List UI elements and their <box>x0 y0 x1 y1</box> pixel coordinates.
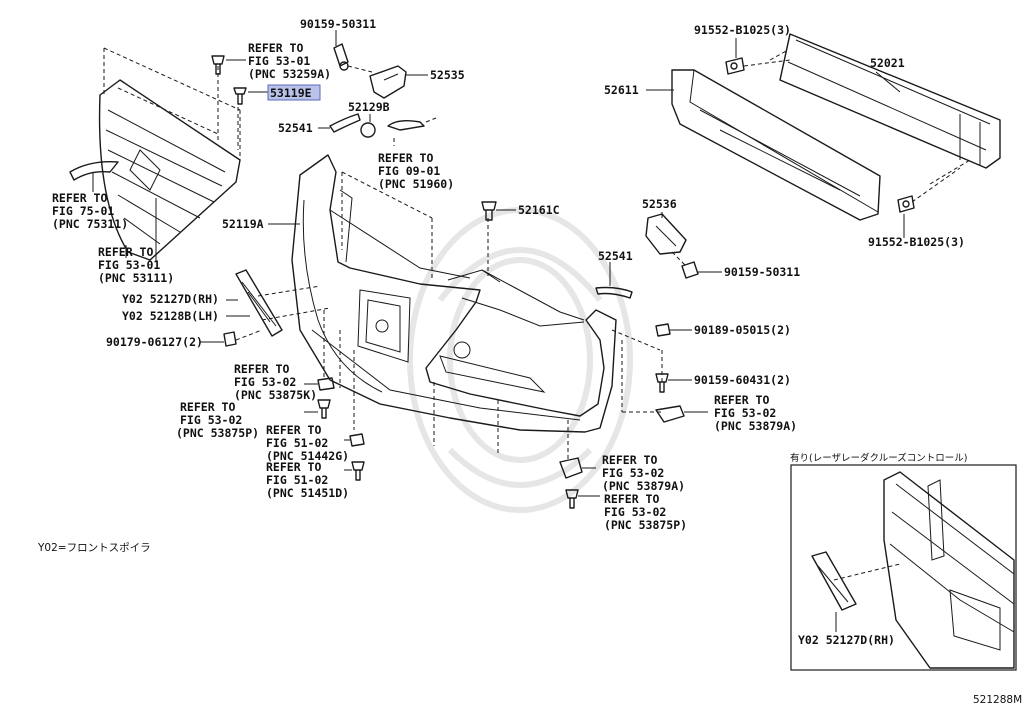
refer-09-01-line1[interactable]: REFER TO <box>378 151 433 165</box>
bumper-absorber-52611[interactable] <box>671 69 881 221</box>
refer-51451D-line2[interactable]: FIG 51-02 <box>266 473 328 487</box>
refer-53879A-right-line1[interactable]: REFER TO <box>714 393 769 407</box>
refer-51442G-line1[interactable]: REFER TO <box>266 423 321 437</box>
inset-box <box>790 464 1017 671</box>
label-90159-mid[interactable]: 90159-50311 <box>724 265 800 279</box>
seal-52541-upper-icon[interactable] <box>329 113 361 133</box>
refer-53-01-b-line3[interactable]: (PNC 53111) <box>98 271 174 285</box>
refer-53875P-b-line1[interactable]: REFER TO <box>604 492 659 506</box>
refer-51451D-line3[interactable]: (PNC 51451D) <box>266 486 349 500</box>
seal-52541-right-icon[interactable] <box>595 286 633 299</box>
front-spoiler-52127D-52128B[interactable] <box>235 269 283 337</box>
radiator-grille[interactable] <box>98 47 241 261</box>
label-52128B[interactable]: Y02 52128B(LH) <box>122 309 219 323</box>
refer-53879A-right-line3[interactable]: (PNC 53879A) <box>714 419 797 433</box>
hook-51960-icon[interactable] <box>387 119 425 131</box>
refer-51442G-line3[interactable]: (PNC 51442G) <box>266 449 349 463</box>
label-52021[interactable]: 52021 <box>870 56 905 70</box>
bracket-52536[interactable] <box>645 213 687 255</box>
refer-53875P-a-line1[interactable]: REFER TO <box>180 400 235 414</box>
label-53119E[interactable]: 53119E <box>270 86 312 100</box>
label-52119A[interactable]: 52119A <box>222 217 264 231</box>
label-52611[interactable]: 52611 <box>604 83 639 97</box>
refer-53-01-a-line1[interactable]: REFER TO <box>248 41 303 55</box>
bracket-53879A-bottom-icon[interactable] <box>559 457 583 479</box>
refer-53-01-b-line2[interactable]: FIG 53-01 <box>98 258 160 272</box>
cover-52129B-icon[interactable] <box>360 122 376 138</box>
label-90189[interactable]: 90189-05015(2) <box>694 323 791 337</box>
label-52129B[interactable]: 52129B <box>348 100 390 114</box>
refer-53875K-line3[interactable]: (PNC 53875K) <box>234 388 317 402</box>
screw-51451D-icon[interactable] <box>351 461 365 481</box>
label-52127D[interactable]: Y02 52127D(RH) <box>122 292 219 306</box>
refer-53-01-a-line3[interactable]: (PNC 53259A) <box>248 67 331 81</box>
label-90159-50311-top[interactable]: 90159-50311 <box>300 17 376 31</box>
retainer-90189-icon[interactable] <box>655 323 671 337</box>
screw-53119E-icon[interactable] <box>233 87 247 105</box>
refer-53-01-a-line2[interactable]: FIG 53-01 <box>248 54 310 68</box>
label-90179[interactable]: 90179-06127(2) <box>106 335 203 349</box>
refer-51442G-line2[interactable]: FIG 51-02 <box>266 436 328 450</box>
label-91552-top[interactable]: 91552-B1025(3) <box>694 23 791 37</box>
label-52535[interactable]: 52535 <box>430 68 465 82</box>
figure-code: 521288M <box>973 694 1022 706</box>
screw-53875P-bottom-icon[interactable] <box>565 489 579 509</box>
screw-90159-60431-icon[interactable] <box>655 373 669 393</box>
retainer-53875P-left-icon[interactable] <box>317 399 331 419</box>
label-52161C[interactable]: 52161C <box>518 203 560 217</box>
inset-title: 有り(レーザレーダクルーズコントロール) <box>790 452 967 464</box>
refer-53879A-bottom-line1[interactable]: REFER TO <box>602 453 657 467</box>
refer-53875P-b-line3[interactable]: (PNC 53875P) <box>604 518 687 532</box>
refer-75-01-line1[interactable]: REFER TO <box>52 191 107 205</box>
bumper-reinforcement-52021[interactable] <box>779 33 1001 169</box>
watermark-emblem <box>407 207 633 513</box>
retainer-53875K-icon[interactable] <box>317 377 335 391</box>
clip-53259A-icon[interactable] <box>211 55 225 75</box>
refer-53875P-a-line2[interactable]: FIG 53-02 <box>180 413 242 427</box>
clip-52161C-icon[interactable] <box>481 201 497 221</box>
highlight-53119E <box>267 84 321 101</box>
screw-90159-50311-top-icon[interactable] <box>333 43 349 71</box>
nut-90179-icon[interactable] <box>223 331 237 347</box>
refer-75-01-line2[interactable]: FIG 75-01 <box>52 204 114 218</box>
refer-53879A-bottom-line2[interactable]: FIG 53-02 <box>602 466 664 480</box>
label-90159-60431[interactable]: 90159-60431(2) <box>694 373 791 387</box>
refer-53879A-bottom-line3[interactable]: (PNC 53879A) <box>602 479 685 493</box>
bracket-53879A-right-icon[interactable] <box>655 405 685 423</box>
refer-53875K-line2[interactable]: FIG 53-02 <box>234 375 296 389</box>
label-52541-right[interactable]: 52541 <box>598 249 633 263</box>
refer-53875P-b-line2[interactable]: FIG 53-02 <box>604 505 666 519</box>
refer-09-01-line3[interactable]: (PNC 51960) <box>378 177 454 191</box>
label-91552-bottom[interactable]: 91552-B1025(3) <box>868 235 965 249</box>
bolt-91552-top-icon[interactable] <box>725 57 745 75</box>
refer-09-01-line2[interactable]: FIG 09-01 <box>378 164 440 178</box>
refer-53879A-right-line2[interactable]: FIG 53-02 <box>714 406 776 420</box>
inset-label-52127D[interactable]: Y02 52127D(RH) <box>798 633 895 647</box>
refer-53875K-line1[interactable]: REFER TO <box>234 362 289 376</box>
grille-molding[interactable] <box>69 161 119 181</box>
retainer-51442G-icon[interactable] <box>349 433 365 447</box>
note-y02: Y02=フロントスポイラ <box>37 542 151 554</box>
label-52536[interactable]: 52536 <box>642 197 677 211</box>
refer-53875P-a-line3[interactable]: (PNC 53875P) <box>176 426 259 440</box>
bracket-52535-icon[interactable] <box>369 65 407 99</box>
front-bumper-cover-52119A[interactable] <box>291 154 617 433</box>
screw-90159-mid-icon[interactable] <box>681 261 699 279</box>
refer-51451D-line1[interactable]: REFER TO <box>266 460 321 474</box>
label-52541-upper[interactable]: 52541 <box>278 121 313 135</box>
refer-53-01-b-line1[interactable]: REFER TO <box>98 245 153 259</box>
refer-75-01-line3[interactable]: (PNC 75311) <box>52 217 128 231</box>
bolt-91552-bottom-icon[interactable] <box>897 195 915 213</box>
